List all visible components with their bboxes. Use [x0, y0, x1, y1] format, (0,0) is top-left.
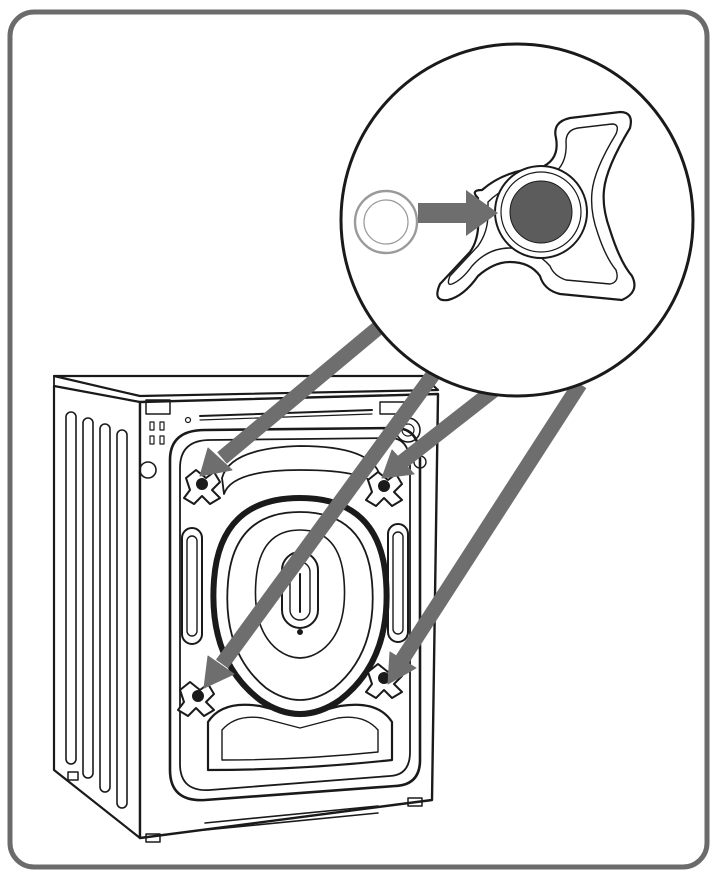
arrowhead-lower-left	[203, 655, 235, 689]
arrowhead-upper-right	[381, 449, 415, 479]
magnifier-callout-icon	[339, 42, 695, 398]
arrowhead-lower-right	[387, 651, 417, 685]
callout-leader-arrows	[199, 322, 587, 689]
arrowhead-upper-left	[199, 447, 233, 477]
plugged-hole-icon	[509, 180, 573, 244]
insert-arrow-icon	[418, 190, 498, 236]
washing-machine-rear-icon	[52, 374, 440, 843]
transit-hole-cap-icon	[353, 189, 419, 255]
frame-border	[7, 9, 710, 870]
